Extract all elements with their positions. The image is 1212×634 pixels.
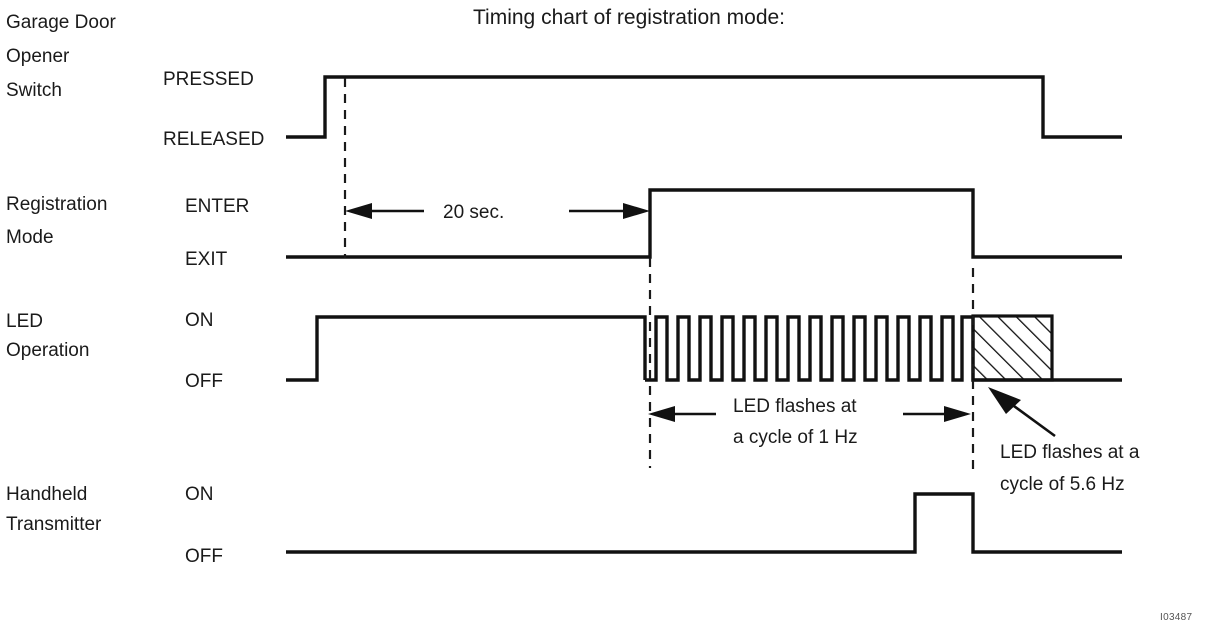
state-label-off: OFF	[185, 371, 223, 392]
row-label-line2: Operation	[6, 340, 89, 361]
state-label-on: ON	[185, 310, 214, 331]
figure-id-label: I03487	[1160, 612, 1193, 623]
row-label-line1: Handheld	[6, 484, 87, 505]
annotation-led-56hz-line2: cycle of 5.6 Hz	[1000, 474, 1125, 495]
arrowhead-left	[648, 406, 675, 422]
page-title: Timing chart of registration mode:	[473, 6, 785, 29]
state-label-exit: EXIT	[185, 249, 228, 270]
row-label-line1: LED	[6, 311, 43, 332]
row-label-line2: Mode	[6, 227, 54, 248]
waveform-registration-mode	[286, 188, 1122, 259]
annotation-led-56hz-line1: LED flashes at a	[1000, 442, 1140, 463]
state-label-enter: ENTER	[185, 196, 249, 217]
row-registration-mode: Registration Mode ENTER EXIT	[6, 188, 1122, 270]
waveform-led-pulse-train-1hz	[645, 315, 1122, 382]
arrowhead-right	[944, 406, 971, 422]
waveform-led-steady	[286, 315, 647, 382]
annotation-led-56hz: LED flashes at a cycle of 5.6 Hz	[988, 387, 1140, 495]
led-fast-flash-hatched-region	[971, 314, 1054, 382]
row-label-line1: Garage Door	[6, 12, 117, 33]
row-label-line2: Transmitter	[6, 514, 102, 535]
state-label-released: RELEASED	[163, 129, 264, 150]
row-label-line3: Switch	[6, 80, 62, 101]
row-label-line1: Registration	[6, 194, 107, 215]
arrowhead-left	[345, 203, 372, 219]
state-label-off: OFF	[185, 546, 223, 567]
annotation-led-1hz: LED flashes at a cycle of 1 Hz	[648, 396, 971, 448]
state-label-pressed: PRESSED	[163, 69, 254, 90]
annotation-20-sec-label: 20 sec.	[443, 202, 504, 223]
row-label-line2: Opener	[6, 46, 70, 67]
row-led-operation: LED Operation ON OFF	[6, 310, 1122, 392]
row-garage-door-opener-switch: Garage Door Opener Switch PRESSED RELEAS…	[6, 12, 1122, 150]
annotation-led-1hz-line2: a cycle of 1 Hz	[733, 427, 858, 448]
waveform-switch	[286, 75, 1122, 139]
annotation-20-sec: 20 sec.	[345, 202, 650, 223]
waveform-handheld-transmitter	[286, 492, 1122, 554]
callout-arrowhead	[988, 387, 1021, 414]
row-handheld-transmitter: Handheld Transmitter ON OFF	[6, 484, 1122, 567]
arrowhead-right	[623, 203, 650, 219]
annotation-led-1hz-line1: LED flashes at	[733, 396, 857, 417]
state-label-on: ON	[185, 484, 214, 505]
